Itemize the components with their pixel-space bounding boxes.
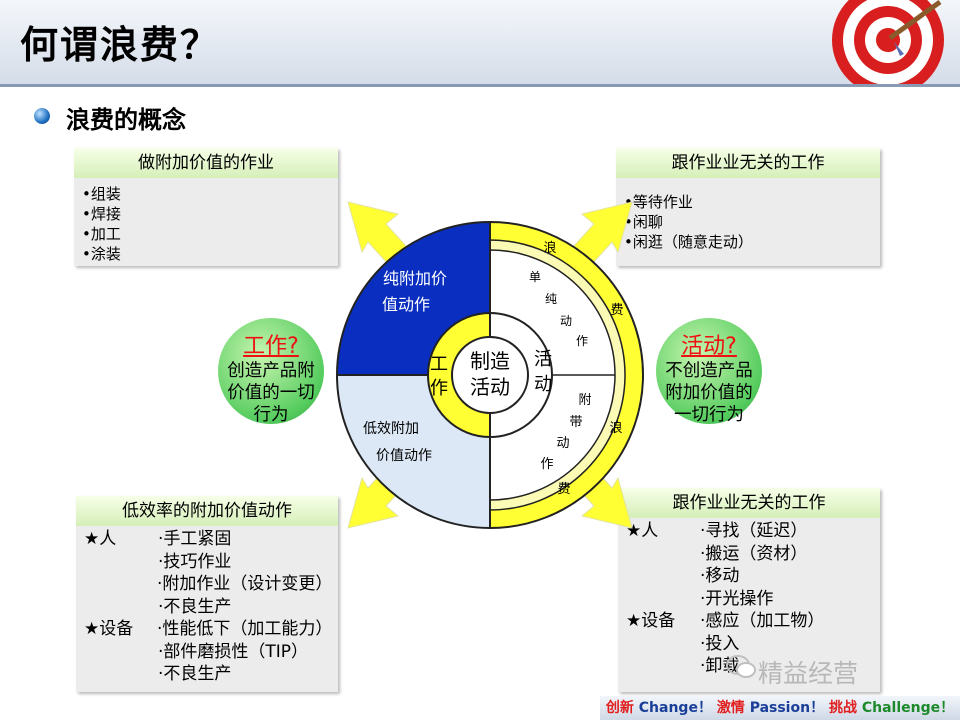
low-value-label: 价值动作 xyxy=(376,448,432,464)
work-label: 工 xyxy=(430,354,448,375)
waste-label: 费 xyxy=(557,482,570,497)
center-label: 活动 xyxy=(470,375,510,399)
activity-label: 活 xyxy=(534,349,552,370)
low-value-label: 低效附加 xyxy=(363,421,419,437)
watermark-text: 精益经营 xyxy=(758,654,858,690)
box-low-efficiency: 低效率的附加价值动作 ★人·手工紧固 ·技巧作业 ·附加作业（设计变更） ·不良… xyxy=(76,496,338,692)
list-item: •焊接 xyxy=(82,204,330,224)
list-item: •加工 xyxy=(82,224,330,244)
list-item: ·不良生产 xyxy=(84,663,330,686)
list-item: ★设备·感应（加工物） xyxy=(626,610,872,633)
list-item: •涂装 xyxy=(82,244,330,264)
list-item: •组装 xyxy=(82,184,330,204)
header-divider xyxy=(0,84,960,87)
pure-value-label: 纯附加价 xyxy=(383,269,447,288)
box-value-work: 做附加价值的作业 •组装 •焊接 •加工 •涂装 xyxy=(74,148,338,266)
incidental-action-label: 带 xyxy=(569,415,582,430)
list-item: ·开光操作 xyxy=(626,588,872,611)
box-list: ★人·手工紧固 ·技巧作业 ·附加作业（设计变更） ·不良生产 ★设备·性能低下… xyxy=(76,526,338,688)
target-logo-icon xyxy=(828,0,948,84)
activity-label: 动 xyxy=(534,374,552,395)
footer-slogan: 创新 Change！ 激情 Passion！ 挑战 Challenge！ xyxy=(600,696,960,720)
simple-action-label: 单 xyxy=(529,270,541,284)
box-title: 做附加价值的作业 xyxy=(74,148,338,178)
list-item: ·投入 xyxy=(626,633,872,656)
box-title: 跟作业业无关的工作 xyxy=(616,148,880,178)
waste-wheel-diagram: 制造 活动 工 作 活 动 纯附加价 值动作 低效附加 价值动作 单 纯 动 作… xyxy=(300,180,680,550)
work-label: 作 xyxy=(430,378,448,399)
box-list: •组装 •焊接 •加工 •涂装 xyxy=(74,178,338,270)
list-item: ·移动 xyxy=(626,565,872,588)
list-item: ·附加作业（设计变更） xyxy=(84,573,330,596)
simple-action-label: 动 xyxy=(560,314,572,328)
list-item: ★设备·性能低下（加工能力） xyxy=(84,618,330,641)
bullet-icon xyxy=(34,108,50,124)
simple-action-label: 纯 xyxy=(545,292,557,306)
waste-label: 浪 xyxy=(609,421,622,436)
page-title: 何谓浪费？ xyxy=(20,14,220,69)
pure-value-label: 值动作 xyxy=(382,295,430,314)
list-item: ·技巧作业 xyxy=(84,551,330,574)
incidental-action-label: 动 xyxy=(556,436,569,451)
box-title: 低效率的附加价值动作 xyxy=(76,496,338,526)
waste-label: 浪 xyxy=(543,241,556,256)
list-item: ·不良生产 xyxy=(84,596,330,619)
incidental-action-label: 作 xyxy=(540,457,553,472)
wechat-icon xyxy=(726,654,756,680)
center-label: 制造 xyxy=(470,349,510,373)
waste-label: 费 xyxy=(610,303,623,318)
list-item: ·部件磨损性（TIP） xyxy=(84,641,330,664)
simple-action-label: 作 xyxy=(576,334,588,348)
list-item: ★人·手工紧固 xyxy=(84,528,330,551)
incidental-action-label: 附 xyxy=(578,393,591,408)
section-title: 浪费的概念 xyxy=(66,100,186,135)
